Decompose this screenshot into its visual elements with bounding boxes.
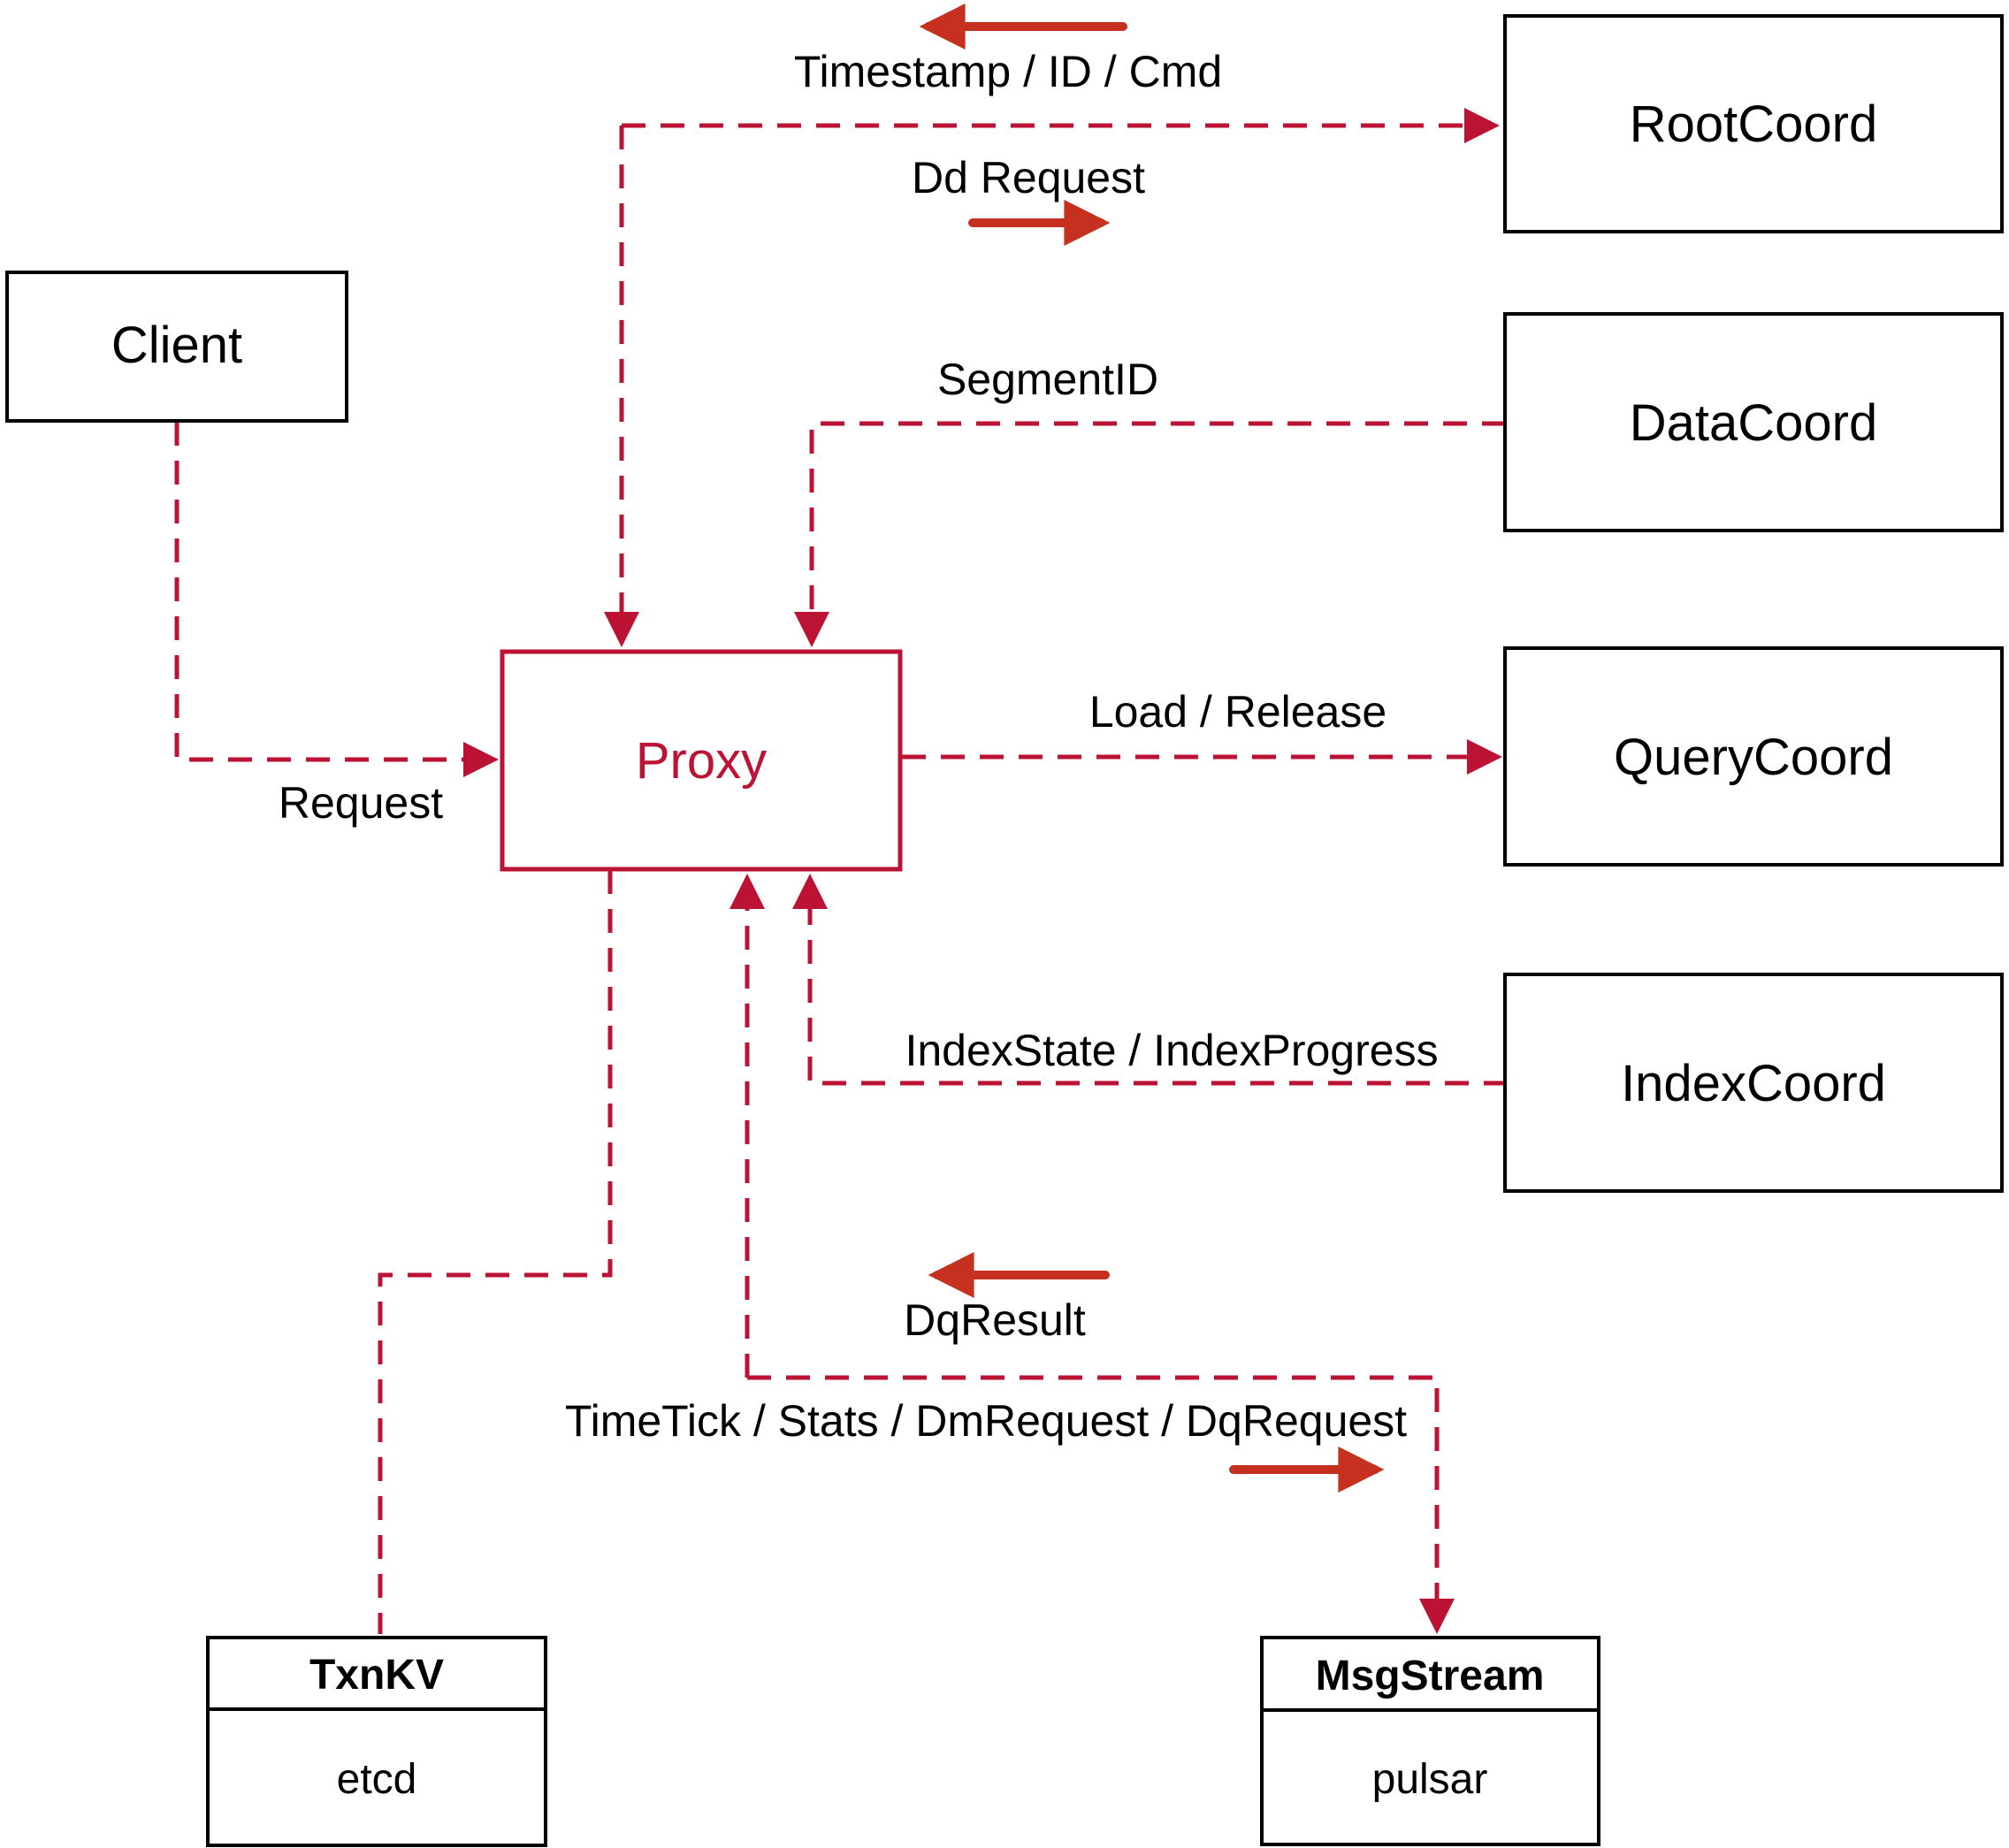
- proxy-node-box: [500, 649, 903, 872]
- rootcoord-node-label: RootCoord: [1630, 95, 1877, 153]
- edge-client-proxy: [174, 422, 499, 777]
- txnkv-node-box: [206, 1636, 547, 1847]
- edge-label-request: Request: [279, 778, 443, 828]
- datacoord-node-box: [1503, 312, 2004, 532]
- edge-label-load-release: Load / Release: [1089, 687, 1386, 737]
- client-node-label: Client: [111, 317, 242, 374]
- edge-datacoord-proxy: [794, 421, 1506, 647]
- proxy-node-label: Proxy: [636, 732, 767, 790]
- indexcoord-node-box: [1503, 973, 2004, 1193]
- txnkv-node-title: TxnKV: [309, 1652, 444, 1699]
- querycoord-node-label: QueryCoord: [1614, 729, 1893, 786]
- msgstream-node-box: [1260, 1636, 1600, 1846]
- edge-proxy-msgstream: [747, 1375, 1455, 1634]
- msgstream-node-title: MsgStream: [1316, 1653, 1545, 1699]
- edge-label-segment-id: SegmentID: [937, 355, 1158, 404]
- client-node-box: [5, 271, 348, 423]
- edge-label-dd-request: Dd Request: [912, 153, 1145, 202]
- datacoord-node-label: DataCoord: [1630, 394, 1877, 452]
- edge-label-timestamp: Timestamp / ID / Cmd: [794, 47, 1222, 96]
- querycoord-node-box: [1503, 646, 2004, 867]
- edge-label-index-state: IndexState / IndexProgress: [905, 1026, 1438, 1075]
- edge-label-dq-result: DqResult: [904, 1295, 1086, 1345]
- rootcoord-node-box: [1503, 14, 2004, 233]
- edge-label-timetick: TimeTick / Stats / DmRequest / DqRequest: [565, 1396, 1407, 1446]
- edge-proxy-txnkv: [378, 870, 613, 1634]
- txnkv-node-subtitle: etcd: [337, 1756, 417, 1803]
- msgstream-node-subtitle: pulsar: [1372, 1756, 1488, 1803]
- indexcoord-node-label: IndexCoord: [1621, 1055, 1886, 1112]
- edge-indexcoord-proxy: [792, 874, 1508, 1086]
